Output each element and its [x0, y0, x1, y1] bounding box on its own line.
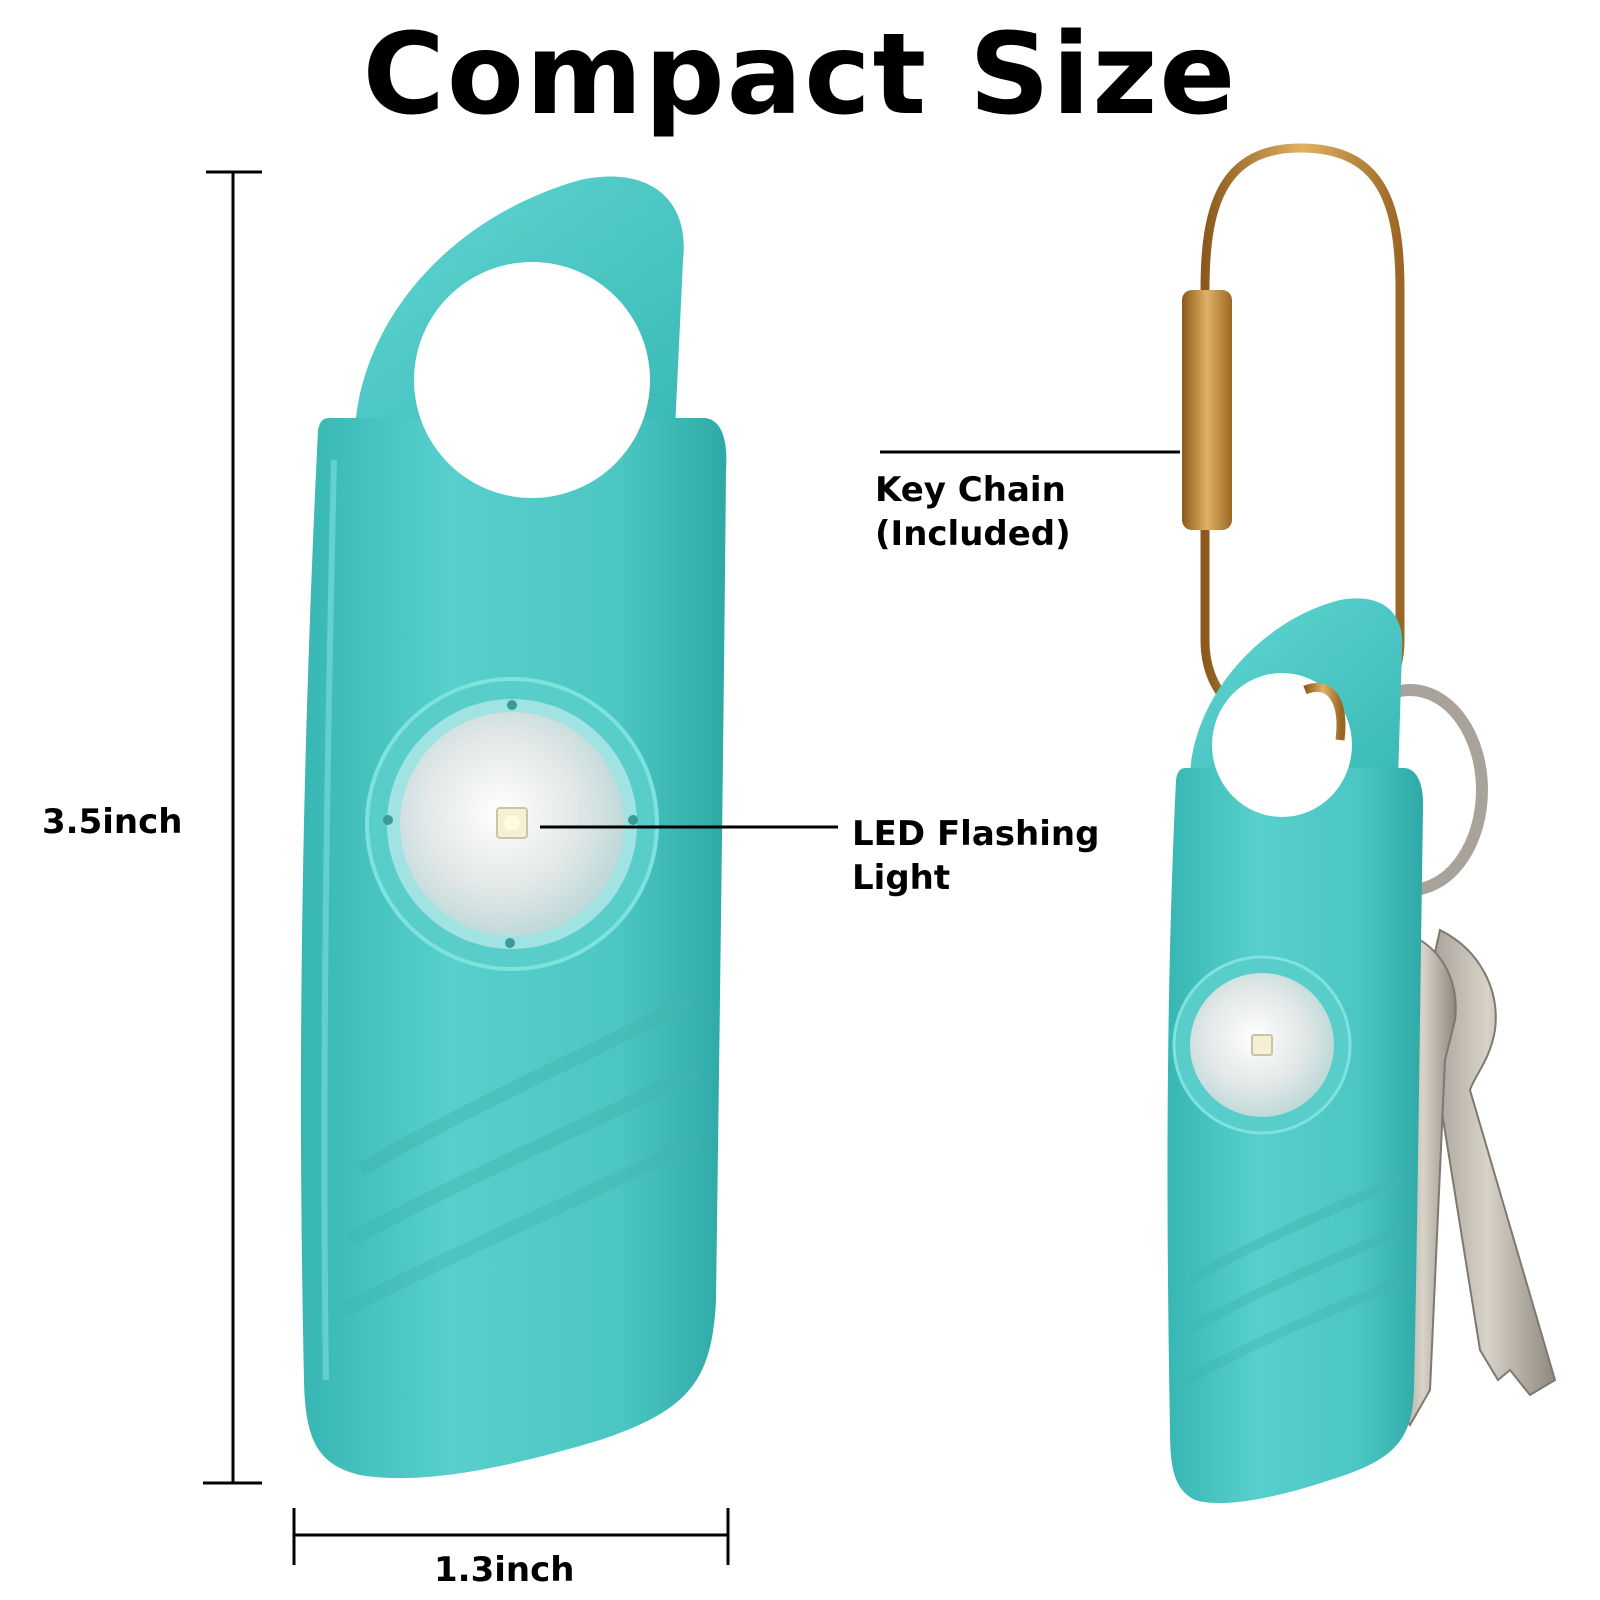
key-chain-sleeve [1182, 290, 1232, 530]
page-title: Compact Size [362, 10, 1238, 140]
alarm-device-with-keys [1167, 143, 1557, 1504]
key-chain-callout-line2: (Included) [875, 514, 1071, 554]
key-chain-callout: Key Chain (Included) [875, 468, 1071, 556]
keyring-hole-small [1212, 673, 1352, 817]
led-callout-line2: Light [852, 858, 951, 898]
device-body-small [1167, 768, 1424, 1504]
led-callout-line1: LED Flashing [852, 814, 1100, 854]
alarm-device-front [300, 176, 727, 1479]
height-label: 3.5inch [42, 802, 183, 842]
led-callout: LED Flashing Light [852, 812, 1099, 900]
width-label: 1.3inch [434, 1550, 575, 1590]
width-dimension-line [292, 1508, 730, 1565]
keyring-hole [414, 262, 650, 498]
key-chain-callout-line1: Key Chain [875, 470, 1066, 510]
height-dimension-line [203, 170, 262, 1485]
